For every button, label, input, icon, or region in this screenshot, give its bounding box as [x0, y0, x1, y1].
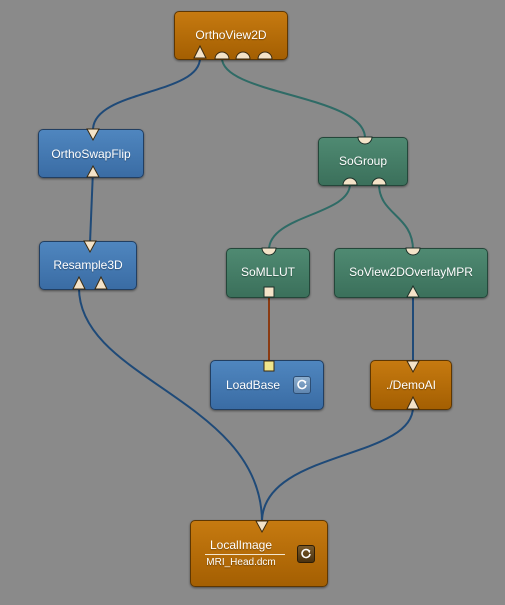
reload-icon: [301, 548, 311, 559]
module-label: SoView2DOverlayMPR: [349, 265, 473, 279]
module-soview2doverlaympr[interactable]: SoView2DOverlayMPR: [334, 248, 488, 298]
module-label: Resample3D: [53, 258, 123, 272]
module-label: LocalImage: [209, 538, 273, 552]
module-orthoview2d[interactable]: OrthoView2D: [174, 11, 288, 60]
module-label: OrthoSwapFlip: [51, 147, 131, 161]
reload-icon: [297, 379, 307, 390]
module-orthoswapflip[interactable]: OrthoSwapFlip: [38, 129, 144, 178]
module-label: OrthoView2D: [195, 28, 267, 42]
connection-orthoswapflip-resample3d[interactable]: [89, 169, 94, 244]
connection-sogroup-somllut[interactable]: [268, 183, 351, 251]
reload-button[interactable]: [293, 376, 311, 394]
module-label: ./DemoAI: [385, 378, 436, 392]
module-sublabel: MRI_Head.dcm: [206, 557, 276, 568]
connection-orthoview2d-orthoswapflip[interactable]: [92, 57, 201, 131]
module-label: SoGroup: [338, 154, 388, 168]
module-localimage[interactable]: LocalImage MRI_Head.dcm: [190, 520, 328, 587]
reload-button[interactable]: [297, 545, 315, 563]
connection-orthoview2d-sogroup[interactable]: [221, 57, 366, 139]
module-somllut[interactable]: SoMLLUT: [226, 248, 310, 298]
module-label: LoadBase: [225, 378, 281, 392]
module-label: SoMLLUT: [240, 265, 296, 279]
connection-demoai-localimage[interactable]: [261, 406, 414, 523]
connection-sogroup-soview2doverlaympr[interactable]: [378, 183, 414, 251]
module-demoai[interactable]: ./DemoAI: [370, 360, 452, 410]
connection-resample3d-localimage[interactable]: [78, 287, 263, 523]
label-divider: [205, 554, 285, 555]
module-resample3d[interactable]: Resample3D: [39, 241, 137, 290]
module-sogroup[interactable]: SoGroup: [318, 137, 408, 186]
module-loadbase[interactable]: LoadBase: [210, 360, 324, 410]
